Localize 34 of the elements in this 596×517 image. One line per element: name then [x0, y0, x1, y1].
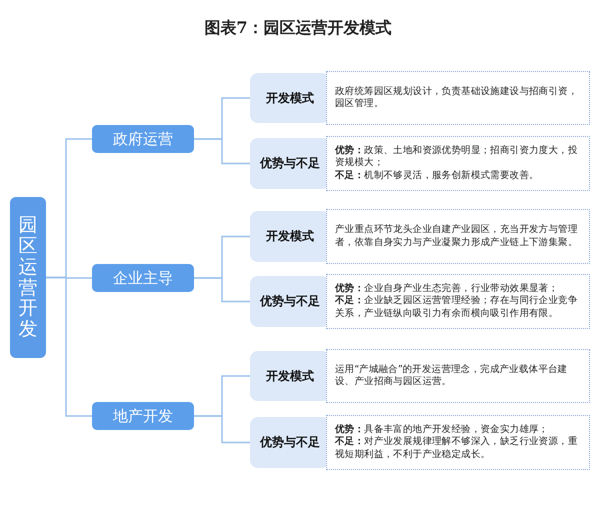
connector-line — [194, 138, 250, 164]
root-label: 园区运营开发 — [18, 214, 38, 340]
category-label: 政府运营 — [113, 130, 173, 148]
description-box — [326, 209, 590, 264]
description-text: 优势：具备丰富的地产开发经验，资金实力雄厚； — [335, 424, 548, 436]
aspect-label: 优势与不足 — [260, 155, 320, 172]
description-text: 产业重点环节龙头企业自建产业园区，充当开发方与管理者，依靠自身实力与产业凝聚力形成产业链上下游集聚。 — [335, 224, 579, 249]
description-box — [326, 349, 590, 403]
category-box — [92, 125, 194, 153]
title: 图表7：园区运营开发模式 — [203, 18, 393, 39]
aspect-label: 开发模式 — [266, 368, 314, 384]
description-text: 政府统筹园区规划设计，负责基础设施建设与招商引资，园区管理。 — [335, 86, 579, 110]
description-text: 不足：企业缺乏园区运营管理经验；存在与同行企业竞争关系，产业链纵向吸引力有余而横向吸引作用有限。 — [335, 295, 579, 320]
description-text: 不足：机制不够灵活，服务创新模式需要改善。 — [335, 170, 539, 182]
aspect-label: 优势与不足 — [260, 434, 320, 451]
description-box — [326, 71, 590, 125]
root-box — [10, 197, 46, 358]
description-text: 优势：政策、土地和资源优势明显；招商引资力度大，投资规模大； — [335, 144, 579, 170]
category-box — [92, 264, 194, 292]
description-text: 不足：对产业发展规律理解不够深入，缺乏行业资源，重视短期利益，不利于产业稳定成长。 — [335, 436, 579, 462]
aspect-label: 开发模式 — [266, 90, 314, 106]
aspect-label: 优势与不足 — [260, 293, 320, 310]
category-label: 企业主导 — [113, 268, 173, 288]
description-box — [326, 136, 590, 191]
category-label: 地产开发 — [113, 406, 173, 426]
description-box — [326, 274, 590, 329]
connector-line — [194, 277, 250, 302]
category-box — [92, 402, 194, 430]
description-text: 运用“产城融合”的开发运营理念，完成产业载体平台建设、产业招商与园区运营。 — [335, 364, 568, 388]
connector-line — [194, 415, 250, 444]
description-box — [326, 415, 590, 470]
connector-line — [46, 276, 92, 417]
description-text: 优势：企业自身产业生态完善，行业带动效果显著； — [335, 282, 558, 295]
aspect-label: 开发模式 — [266, 228, 314, 245]
